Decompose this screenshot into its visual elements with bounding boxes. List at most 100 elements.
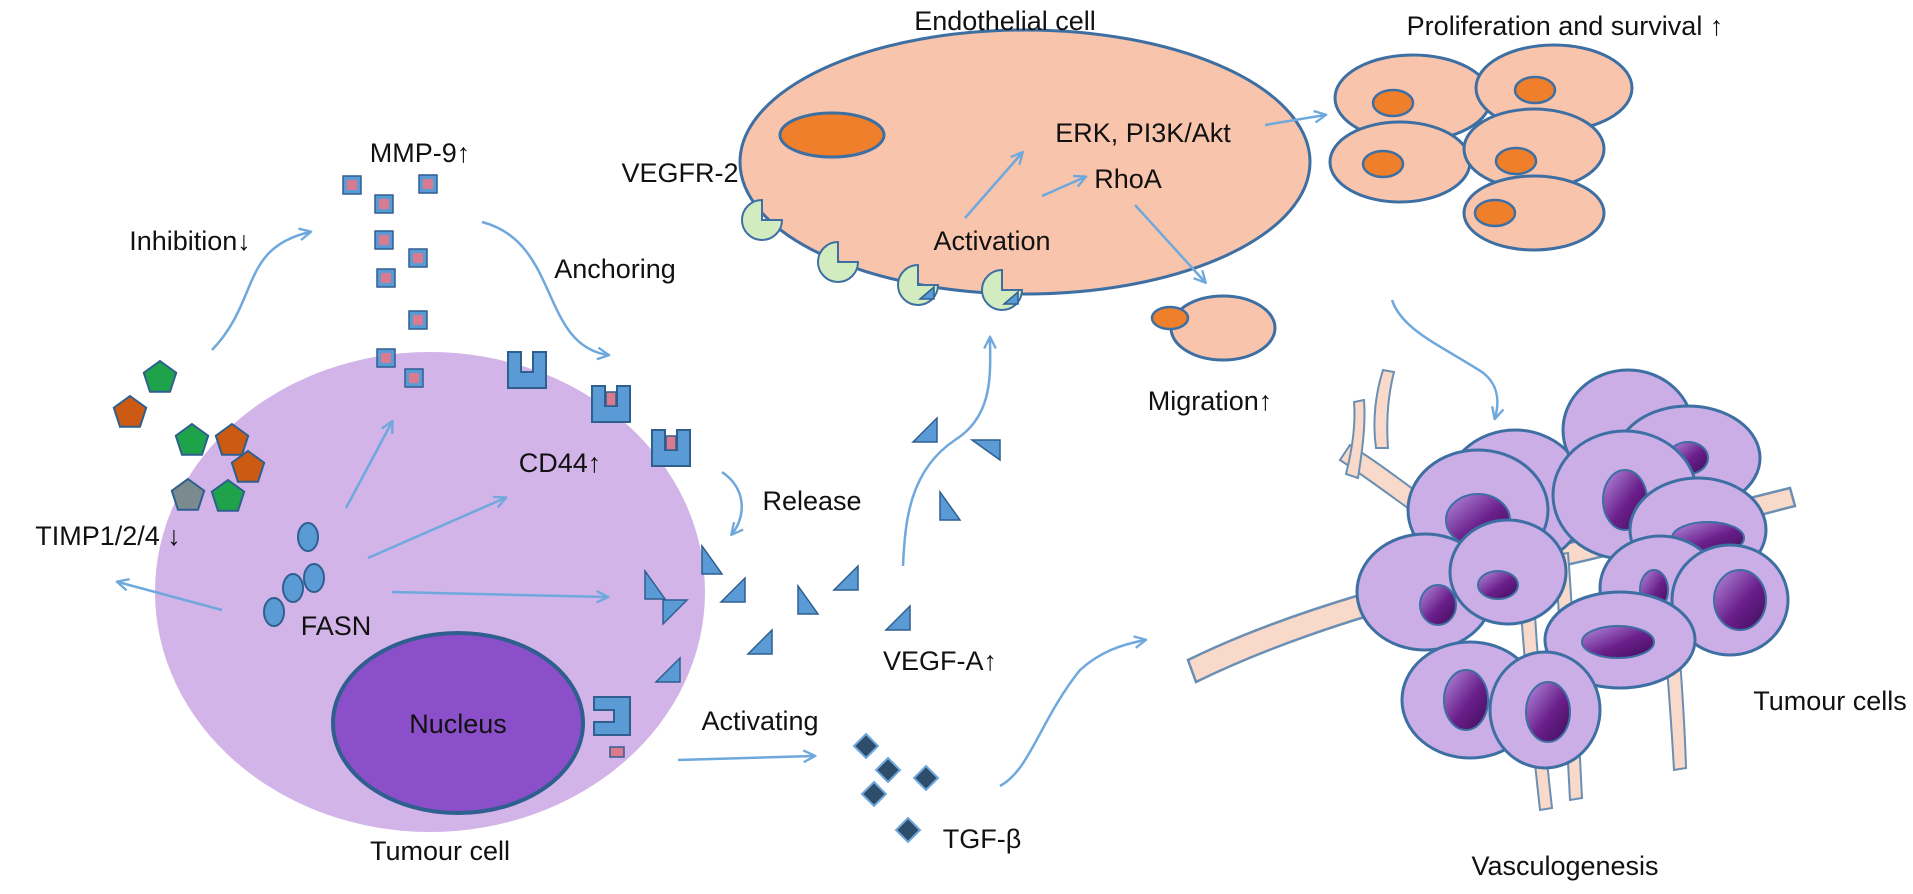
proliferation-to-vasculogenesis-arrow xyxy=(1390,299,1497,418)
vegfr2-receptor-icon xyxy=(741,198,784,241)
endothelial-cell-small xyxy=(1328,120,1472,204)
vegf-triangle-icon xyxy=(662,599,689,626)
release-arrow xyxy=(721,470,742,534)
erk-to-proliferation-arrow xyxy=(1264,115,1325,127)
vegfr2-receptor-icon xyxy=(981,268,1024,311)
vegfa-label: VEGF-A↑ xyxy=(883,646,997,676)
cd44-receptor-icon xyxy=(507,351,547,389)
vasculogenesis-label: Vasculogenesis xyxy=(1471,851,1658,881)
inhibition-arrow xyxy=(211,232,310,351)
tumour-cell-small xyxy=(1670,543,1790,657)
vegf-triangle-icon xyxy=(939,489,962,521)
mmp9-molecules xyxy=(342,174,438,388)
vegf-triangle-icon xyxy=(644,568,667,600)
timp-label: TIMP1/2/4 ↓ xyxy=(35,521,181,551)
mmp9-label: MMP-9↑ xyxy=(370,138,471,168)
pentagon-icon xyxy=(210,478,246,512)
vegf-a-molecules xyxy=(644,416,1001,683)
mmp9-square-icon xyxy=(374,230,394,250)
vegf-triangle-icon xyxy=(746,628,773,655)
tgf-beta-molecules xyxy=(852,732,940,844)
activation-to-rhoa-arrow xyxy=(1041,177,1085,198)
tgfb-diamond-icon xyxy=(874,756,902,784)
activating-label: Activating xyxy=(701,706,818,736)
timp-pentagons xyxy=(112,359,266,512)
endothelial-cell-membrane xyxy=(738,28,1312,296)
vegfr2-label: VEGFR-2 xyxy=(621,158,738,188)
fasn-to-mmp9-arrow xyxy=(344,422,392,509)
mmp9-square-icon xyxy=(376,348,396,368)
endothelial-nucleus xyxy=(778,111,886,159)
tgfb-diamond-icon xyxy=(894,816,922,844)
fasn-label: FASN xyxy=(301,611,372,641)
fasn-vesicle-icon xyxy=(297,522,319,552)
proliferation-label: Proliferation and survival ↑ xyxy=(1407,11,1724,41)
pentagon-icon xyxy=(170,477,206,511)
mmp9-square-icon xyxy=(408,310,428,330)
fasn-vesicles xyxy=(263,522,325,627)
tumour-cell-label: Tumour cell xyxy=(370,836,510,866)
fasn-vesicle-icon xyxy=(303,563,325,593)
activating-arrow xyxy=(677,756,814,760)
mmp9-square-icon xyxy=(408,248,428,268)
pentagon-icon xyxy=(230,449,266,483)
vegf-triangle-icon xyxy=(701,543,724,575)
activation-to-erk-arrow xyxy=(964,153,1022,219)
endothelial-cell-small xyxy=(1462,107,1606,191)
activation-label: Activation xyxy=(933,226,1050,256)
vegf-triangle-icon xyxy=(884,604,911,631)
vegf-triangle-icon xyxy=(911,416,938,443)
fasn-to-vegf-arrow xyxy=(391,592,607,597)
tgfb-diamond-icon xyxy=(912,764,940,792)
cd44-receptor-bound xyxy=(593,696,631,758)
cd44-receptors xyxy=(507,351,691,758)
vegf-triangle-icon xyxy=(832,564,859,591)
fasn-to-timp-arrow xyxy=(118,582,223,612)
anchoring-label: Anchoring xyxy=(554,254,676,284)
mmp9-square-icon xyxy=(404,368,424,388)
tgfb-label: TGF-β xyxy=(943,824,1022,854)
release-label: Release xyxy=(762,486,861,516)
pentagon-icon xyxy=(142,359,178,393)
vegf-triangle-icon xyxy=(797,583,820,615)
pentagon-icon xyxy=(112,394,148,428)
labels: Endothelial cell Proliferation and survi… xyxy=(35,6,1907,881)
tgfb-to-vessel-arrow xyxy=(999,640,1145,788)
vegfr2-receptor-icon xyxy=(817,240,860,283)
pentagon-icon xyxy=(214,422,250,456)
tgfb-diamond-icon xyxy=(852,732,880,760)
inhibition-label: Inhibition↓ xyxy=(129,226,251,256)
tumour-cell-small xyxy=(1488,650,1602,770)
vegfr2-receptors xyxy=(741,198,1024,311)
cd44-label: CD44↑ xyxy=(519,448,602,478)
migrating-endothelial-cell xyxy=(1150,294,1277,362)
mmp9-square-icon xyxy=(376,268,396,288)
nucleus-label: Nucleus xyxy=(409,709,507,739)
endothelial-cell-label: Endothelial cell xyxy=(914,6,1096,36)
tumour-cell-small xyxy=(1543,590,1697,690)
fasn-vesicle-icon xyxy=(263,597,285,627)
endothelial-cell xyxy=(738,28,1312,296)
proliferating-endothelial-cells xyxy=(1328,43,1634,252)
rhoa-to-migration-arrow xyxy=(1134,204,1205,282)
vegf-to-endothelial-arrow xyxy=(901,338,990,567)
pentagon-icon xyxy=(174,422,210,456)
vegf-triangle-icon xyxy=(654,656,681,683)
tgfb-diamond-icon xyxy=(860,780,888,808)
tumour-cells-cluster xyxy=(1355,368,1790,770)
tumour-cells-label: Tumour cells xyxy=(1753,686,1907,716)
arrows xyxy=(118,115,1497,788)
fasn-to-cd44-arrow xyxy=(367,498,505,560)
mmp9-square-icon xyxy=(342,175,362,195)
mmp9-square-icon xyxy=(418,174,438,194)
fasn-vesicle-icon xyxy=(282,573,304,603)
vegf-triangle-icon xyxy=(969,439,1001,462)
anchoring-arrow xyxy=(481,220,608,355)
vegf-triangle-icon xyxy=(719,576,746,603)
vegfr2-receptor-icon xyxy=(897,263,940,306)
erk-pi3k-label: ERK, PI3K/Akt xyxy=(1055,118,1231,148)
mmp9-square-icon xyxy=(374,194,394,214)
endothelial-cell-small xyxy=(1462,174,1606,252)
tumour-cell-small xyxy=(1448,518,1568,626)
